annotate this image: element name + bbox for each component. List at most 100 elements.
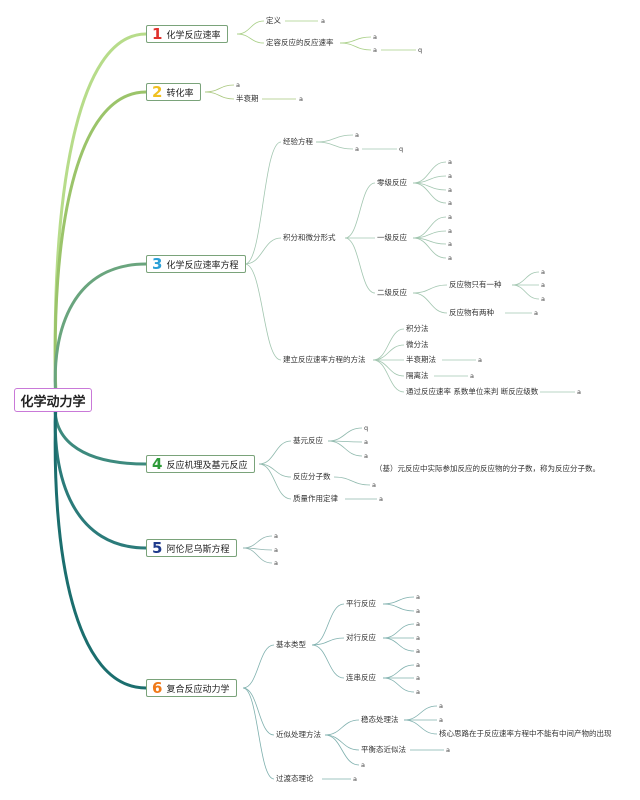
b4-link <box>258 463 292 478</box>
b3-leaf-link <box>511 271 540 286</box>
b1-link-def <box>236 20 265 35</box>
b6-consecutive-reaction[interactable]: 连串反应 <box>346 673 376 682</box>
b3-second-link <box>412 292 448 314</box>
b3-leaf-link <box>412 161 447 184</box>
b4-elementary-reaction[interactable]: 基元反应 <box>293 436 323 445</box>
b6-type-link <box>311 637 345 646</box>
root-node[interactable]: 化学动力学 <box>14 388 92 412</box>
b6-leaf-link <box>382 677 415 693</box>
b6-basic-types[interactable]: 基本类型 <box>276 640 306 649</box>
b3-method-isolation[interactable]: 隔离法 <box>406 371 429 380</box>
branch-4-number: 4 <box>152 455 163 473</box>
b2-link <box>204 91 235 100</box>
b3-empirical-leaf-q: q <box>399 145 404 153</box>
b3-first-leaf-4: a <box>448 254 452 262</box>
branch-1-node[interactable]: 1 化学反应速率 <box>146 25 229 43</box>
b3-zero-leaf-3: a <box>448 186 452 194</box>
b6-parallel-reaction[interactable]: 平行反应 <box>346 599 376 608</box>
b3-zero-leaf-4: a <box>448 199 452 207</box>
main-branch-connector-3 <box>53 262 148 402</box>
b6-approx-link <box>324 734 360 766</box>
b3-first-leaf-2: a <box>448 227 452 235</box>
b6-parallel-leaf-2: a <box>416 607 420 615</box>
b4-mass-action-leaf: a <box>379 495 383 503</box>
b4-link <box>258 463 292 500</box>
b3-empirical-equation[interactable]: 经验方程 <box>283 137 313 146</box>
b1-leaf-link <box>339 36 372 44</box>
b1-definition[interactable]: 定义 <box>266 16 281 25</box>
b3-empirical-leaf-2: a <box>355 145 359 153</box>
b2-leaf-1: a <box>236 81 240 89</box>
b3-one-reactant[interactable]: 反应物只有一种 <box>449 280 502 289</box>
branch-2-label: 转化率 <box>166 88 194 99</box>
b3-one-reactant-leaf-1: a <box>541 268 545 276</box>
b6-type-link <box>311 603 345 646</box>
branch-6-number: 6 <box>152 679 163 697</box>
b6-leaf-link <box>403 719 438 735</box>
branch-5-label: 阿伦尼乌斯方程 <box>166 544 230 555</box>
b3-order-link <box>344 182 376 239</box>
b3-first-order[interactable]: 一级反应 <box>377 233 407 242</box>
b3-two-reactants-leaf: a <box>534 309 538 317</box>
b3-method-integral[interactable]: 积分法 <box>406 324 429 333</box>
b6-consecutive-leaf-1: a <box>416 661 420 669</box>
b3-rate-units-leaf: a <box>577 388 581 396</box>
b4-molecularity[interactable]: 反应分子数 <box>293 472 331 481</box>
branch-2-number: 2 <box>152 83 163 101</box>
b3-two-reactants[interactable]: 反应物有两种 <box>449 308 494 317</box>
branch-3-node[interactable]: 3 化学反应速率方程 <box>146 255 247 273</box>
b3-zero-leaf-2: a <box>448 172 452 180</box>
b3-isolation-leaf: a <box>470 372 474 380</box>
b3-zero-leaf-1: a <box>448 158 452 166</box>
b6-approximation-methods[interactable]: 近似处理方法 <box>276 730 321 739</box>
b4-mass-action-law[interactable]: 质量作用定律 <box>293 494 338 503</box>
b1-definition-leaf: a <box>321 17 325 25</box>
b5-leaf-link <box>242 535 273 549</box>
b6-transition-leaf: a <box>353 775 357 783</box>
b3-order-link <box>344 237 376 294</box>
branch-6-node[interactable]: 6 复合反应动力学 <box>146 679 238 697</box>
b6-opposing-reaction[interactable]: 对行反应 <box>346 633 376 642</box>
b4-leaf-link <box>327 427 363 442</box>
b3-method-half-life[interactable]: 半衰期法 <box>406 355 436 364</box>
b6-leaf-link <box>382 596 415 605</box>
b6-link <box>242 644 275 689</box>
b1-rate-leaf-1: a <box>373 33 377 41</box>
b3-second-order[interactable]: 二级反应 <box>377 288 407 297</box>
b3-method-rate-units[interactable]: 通过反应速率 系数单位来判 断反应级数 <box>406 387 539 396</box>
b3-half-life-method-leaf: a <box>478 356 482 364</box>
b2-half-life[interactable]: 半衰期 <box>236 94 259 103</box>
b6-transition-state-theory[interactable]: 过渡态理论 <box>276 774 314 783</box>
b6-leaf-link <box>382 623 415 639</box>
b3-one-reactant-leaf-2: a <box>541 281 545 289</box>
b6-approx-link <box>324 719 360 736</box>
b4-leaf-link <box>333 476 371 486</box>
b6-equilibrium-approximation[interactable]: 平衡态近似法 <box>361 745 406 754</box>
b4-molecularity-leaf: a <box>372 481 376 489</box>
branch-2-node[interactable]: 2 转化率 <box>146 83 202 101</box>
b3-integral-differential[interactable]: 积分和微分形式 <box>283 233 336 242</box>
b3-leaf-link <box>315 134 354 143</box>
b6-steady-state[interactable]: 稳态处理法 <box>361 715 399 724</box>
b6-leaf-link <box>382 603 415 612</box>
b6-steady-note: 核心思路在于反应速率方程中不能有中间产物的出现 <box>439 729 612 738</box>
b3-leaf-link <box>412 182 447 204</box>
main-branch-connector-5 <box>53 398 148 550</box>
b2-link <box>204 84 235 93</box>
b3-link <box>244 263 282 361</box>
b1-constant-volume-rate[interactable]: 定容反应的反应速率 <box>266 38 334 47</box>
b5-leaf-1: a <box>274 532 278 540</box>
b3-leaf-link <box>511 284 540 300</box>
b3-rate-equation-methods[interactable]: 建立反应速率方程的方法 <box>283 355 366 364</box>
b3-method-differential[interactable]: 微分法 <box>406 340 429 349</box>
branch-1-number: 1 <box>152 25 163 43</box>
b3-zero-order[interactable]: 零级反应 <box>377 178 407 187</box>
b3-link <box>244 141 282 265</box>
b3-leaf-link <box>412 237 447 259</box>
b6-approx-link <box>324 734 360 751</box>
b4-leaf-link <box>327 440 363 457</box>
branch-5-node[interactable]: 5 阿伦尼乌斯方程 <box>146 539 238 557</box>
main-branch-connector-6 <box>53 398 148 690</box>
branch-4-node[interactable]: 4 反应机理及基元反应 <box>146 455 256 473</box>
b6-leaf-link <box>382 664 415 679</box>
